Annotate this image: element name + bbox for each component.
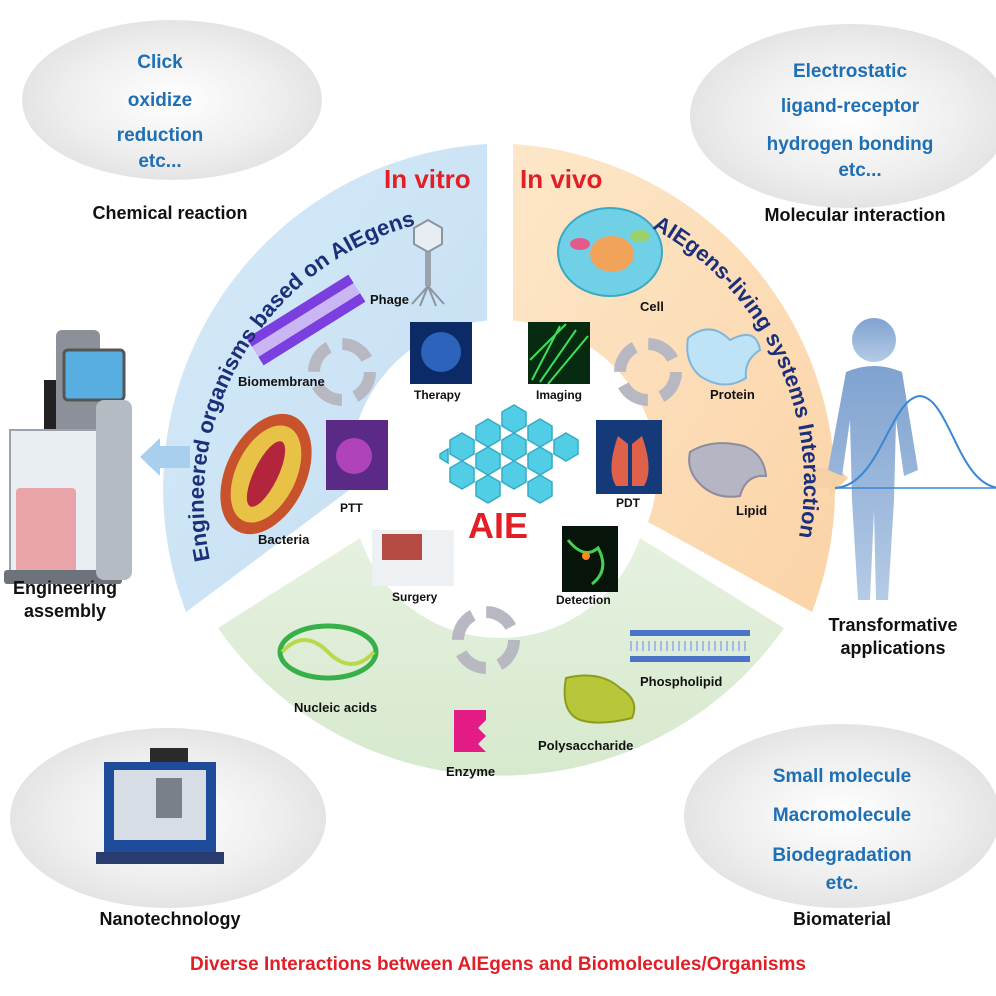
surgery-label: Surgery [392, 590, 438, 604]
biomaterial-item-4: etc. [825, 873, 859, 894]
therapy-brain-glow [421, 332, 461, 372]
pdt-label: PDT [616, 496, 640, 510]
transformative-applications-label-1: Transformative [828, 615, 958, 635]
biomaterial-item-3: Biodegradation [772, 845, 912, 866]
nanotechnology-caption: Nanotechnology [99, 909, 241, 929]
chemical-reaction-item-1: Click [137, 52, 183, 73]
aie-title: AIE [468, 505, 529, 546]
molecular-interaction-caption: Molecular interaction [764, 205, 946, 225]
transformative-applications-label-2: applications [840, 638, 946, 658]
enzyme-icon [454, 710, 486, 752]
bacteria-label: Bacteria [258, 532, 310, 547]
chemical-reaction-item-3: reduction [116, 125, 204, 146]
pdt-lungs [611, 436, 649, 486]
biomaterial-item-1: Small molecule [772, 766, 912, 787]
chemical-reaction-item-2: oxidize [127, 90, 193, 111]
cycle-arrows-right [614, 338, 682, 406]
top-left-blob [22, 20, 322, 180]
imaging-fibers [529, 323, 589, 385]
imaging-label: Imaging [536, 388, 583, 402]
figure-caption: Diverse Interactions between AIEgens and… [190, 954, 806, 975]
bacteria-icon [220, 413, 312, 535]
cycle-arrows-left [308, 338, 376, 406]
detection-dot [582, 552, 590, 560]
phospholipid-icon [630, 630, 750, 662]
biomaterial-item-2: Macromolecule [772, 805, 912, 826]
cell-icon [557, 207, 663, 297]
molecular-interaction-item-1: Electrostatic [792, 61, 908, 82]
phage-icon [411, 218, 445, 307]
enzyme-label: Enzyme [446, 764, 496, 779]
lipid-icon [688, 442, 768, 498]
detection-image [562, 526, 618, 592]
phage-label: Phage [370, 292, 410, 307]
polysaccharide-icon [563, 674, 636, 724]
nucleic-acids-label: Nucleic acids [294, 700, 378, 715]
bioreactor-illustration [4, 330, 132, 584]
surgery-monitor [382, 534, 422, 560]
lipid-label: Lipid [736, 503, 768, 518]
cycle-arrows-bottom [452, 606, 520, 674]
molecular-interaction-item-3: hydrogen bonding [766, 134, 934, 155]
engineering-assembly-label-2: assembly [23, 601, 107, 621]
biomembrane-label: Biomembrane [238, 374, 325, 389]
top-right-blob [690, 24, 996, 208]
molecular-interaction-item-4: etc... [838, 160, 882, 181]
phospholipid-label: Phospholipid [640, 674, 723, 689]
in-vitro-title: In vitro [384, 164, 471, 194]
human-figure-illustration [828, 318, 996, 600]
pdt-image [596, 420, 662, 494]
detection-label: Detection [556, 593, 611, 607]
ptt-label: PTT [340, 501, 363, 515]
aie-hexagon-cluster [439, 404, 579, 504]
therapy-label: Therapy [414, 388, 461, 402]
nanotech-machine-illustration [96, 748, 224, 864]
in-vivo-title: In vivo [520, 164, 603, 194]
ptt-glow [336, 438, 372, 474]
protein-icon [686, 328, 762, 386]
nucleic-acid-icon [277, 623, 379, 681]
chemical-reaction-item-4: etc... [138, 151, 182, 172]
biomembrane-icon [246, 274, 366, 366]
protein-label: Protein [710, 387, 755, 402]
left-arrow [140, 438, 190, 476]
polysaccharide-label: Polysaccharide [538, 738, 634, 753]
detection-signals [566, 539, 605, 586]
engineering-assembly-label-1: Engineering [12, 578, 117, 598]
biomaterial-caption: Biomaterial [792, 909, 892, 929]
molecular-interaction-item-2: ligand-receptor [780, 96, 920, 117]
cell-label: Cell [640, 299, 664, 314]
bottom-right-blob [684, 724, 996, 908]
chemical-reaction-caption: Chemical reaction [92, 203, 248, 223]
